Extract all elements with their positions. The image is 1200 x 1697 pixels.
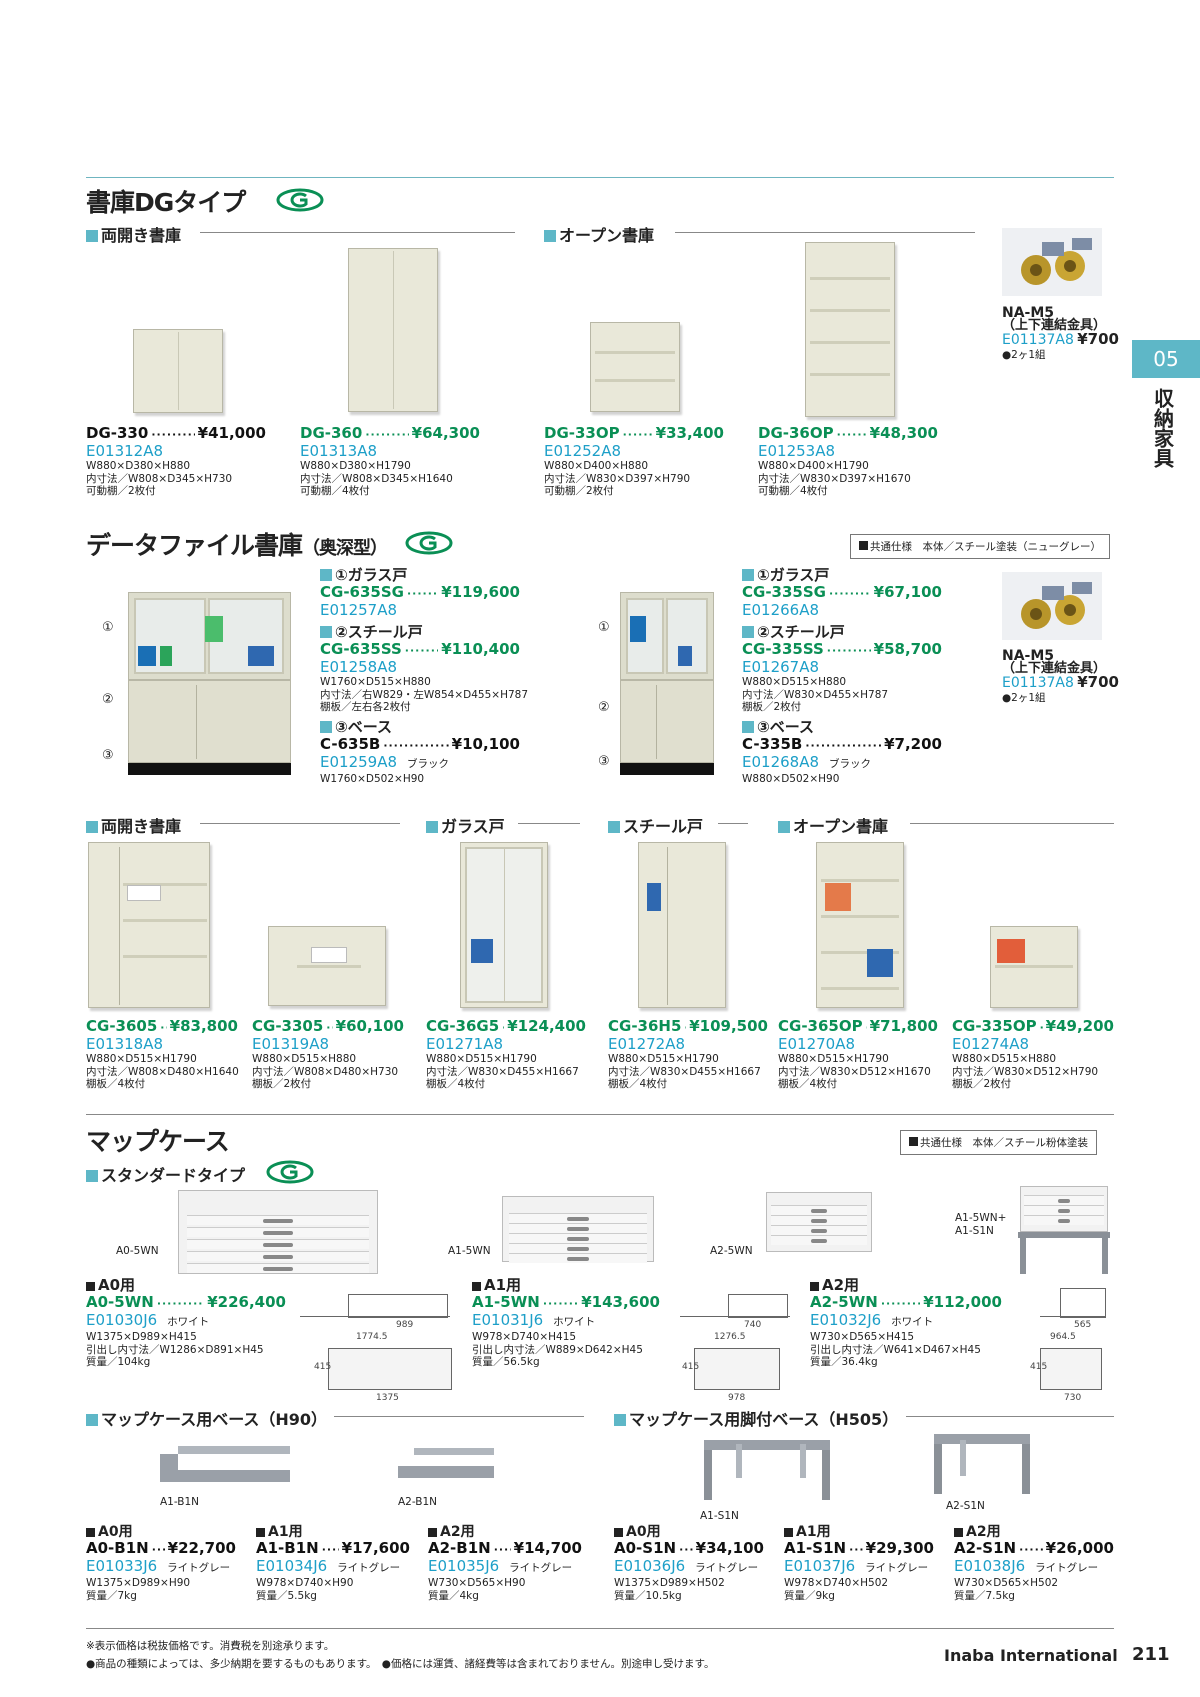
- circle-1: ①: [598, 620, 610, 635]
- brand-name: Inaba International: [944, 1646, 1118, 1665]
- cg-spec-box: 共通仕様 本体／スチール塗装（ニューグレー）: [850, 534, 1110, 559]
- green-mark-icon: [276, 188, 324, 212]
- cg-36h5-image: [638, 842, 726, 1008]
- dg-36op-image: [805, 242, 895, 417]
- cg-3305-image: [268, 926, 386, 1006]
- dg-title: 書庫DGタイプ: [86, 188, 246, 217]
- footer-note-2: ●商品の種類によっては、多少納期を要するものもあります。 ●価格には運賃、諸経費…: [86, 1658, 715, 1670]
- cg-3605-image: [88, 842, 210, 1008]
- a1-5wn-plus-label: A1-5WN+: [955, 1212, 1007, 1224]
- circle-1: ①: [102, 620, 114, 635]
- a1-s1n-label: A1-S1N: [955, 1225, 994, 1237]
- dg-330-image: [133, 329, 223, 413]
- circle-3: ③: [598, 754, 610, 769]
- a2-b1n-label: A2-B1N: [398, 1496, 438, 1508]
- cg-635-products: ①ガラス戸 CG-635SG·························¥…: [320, 566, 529, 785]
- cg-sub-open: オープン書庫: [778, 813, 888, 837]
- a1-b1n-label: A1-B1N: [160, 1496, 200, 1508]
- cg-title: データファイル書庫（奥深型）: [86, 531, 388, 560]
- map-sub-standard: スタンダードタイプ: [86, 1162, 245, 1186]
- chapter-tab: 05: [1132, 340, 1200, 378]
- product-cg-36g5: CG-36G5········¥124,400 E01271A8 W880×D5…: [426, 1017, 586, 1091]
- product-na-m5-1: NA-M5 （上下連結金具） E01137A8 ¥700 ●2ヶ1組: [1002, 305, 1119, 361]
- chapter-label: 収納家具: [1150, 388, 1175, 468]
- a0-5wn-image: [178, 1190, 378, 1274]
- cg-sub-steel: スチール戸: [608, 813, 703, 837]
- page-number: 211: [1132, 1644, 1170, 1665]
- dg-sub-open: オープン書庫: [544, 222, 654, 246]
- product-cg-3305: CG-3305········¥60,100 E01319A8 W880×D51…: [252, 1017, 404, 1091]
- a1-5wn-label: A1-5WN: [448, 1245, 491, 1257]
- cg-335-products: ①ガラス戸 CG-335SG·························¥…: [742, 566, 942, 785]
- cg-sub-glass: ガラス戸: [426, 813, 505, 837]
- product-dg-36op: DG-36OP·································…: [758, 424, 938, 498]
- cg-335op-image: [990, 926, 1078, 1008]
- a1-s1n-base-label: A1-S1N: [700, 1510, 739, 1522]
- product-a2-5wn: A2用 A2-5WN············¥112,000 E01032J6ホ…: [810, 1276, 1002, 1368]
- a0-5wn-label: A0-5WN: [116, 1245, 159, 1257]
- map-base-sub: マップケース用ベース（H90）: [86, 1406, 327, 1430]
- circle-3: ③: [102, 748, 114, 763]
- circle-2: ②: [598, 700, 610, 715]
- map-spec-box: 共通仕様 本体／スチール粉体塗装: [900, 1130, 1097, 1155]
- cg-36g5-image: [460, 842, 548, 1008]
- product-na-m5-2: NA-M5 （上下連結金具） E01137A8 ¥700 ●2ヶ1組: [1002, 648, 1119, 704]
- top-rule: [86, 177, 1114, 178]
- product-dg-330: DG-330··································…: [86, 424, 266, 498]
- product-cg-36h5: CG-36H5········¥109,500 E01272A8 W880×D5…: [608, 1017, 768, 1091]
- footer-note-1: ※表示価格は税抜価格です。消費税を別途承ります。: [86, 1640, 335, 1652]
- product-cg-365op: CG-365OP········¥71,800 E01270A8 W880×D5…: [778, 1017, 938, 1091]
- dg-sub-double-door: 両開き書庫: [86, 222, 181, 246]
- cg-365op-image: [816, 842, 904, 1008]
- a2-5wn-label: A2-5WN: [710, 1245, 753, 1257]
- cg-sub-double-door: 両開き書庫: [86, 813, 181, 837]
- map-title: マップケース: [86, 1127, 230, 1156]
- product-cg-335op: CG-335OP········¥49,200 E01274A8 W880×D5…: [952, 1017, 1114, 1091]
- na-m5-image: [1002, 572, 1102, 640]
- a2-s1n-base-label: A2-S1N: [946, 1500, 985, 1512]
- circle-2: ②: [102, 692, 114, 707]
- green-mark-icon: [405, 531, 453, 555]
- product-dg-360: DG-360··································…: [300, 424, 480, 498]
- a2-5wn-image: [766, 1192, 872, 1252]
- product-cg-3605: CG-3605········¥83,800 E01318A8 W880×D51…: [86, 1017, 239, 1091]
- green-mark-icon: [266, 1160, 314, 1184]
- dg-360-image: [348, 248, 438, 412]
- dg-33op-image: [590, 322, 680, 412]
- product-a1-5wn: A1用 A1-5WN············¥143,600 E01031J6ホ…: [472, 1276, 660, 1368]
- a1-5wn-image: [502, 1196, 654, 1263]
- product-dg-33op: DG-33OP·································…: [544, 424, 724, 498]
- na-m5-image: [1002, 228, 1102, 296]
- product-a0-5wn: A0用 A0-5WN············¥226,400 E01030J6ホ…: [86, 1276, 286, 1368]
- map-leg-base-sub: マップケース用脚付ベース（H505）: [614, 1406, 898, 1430]
